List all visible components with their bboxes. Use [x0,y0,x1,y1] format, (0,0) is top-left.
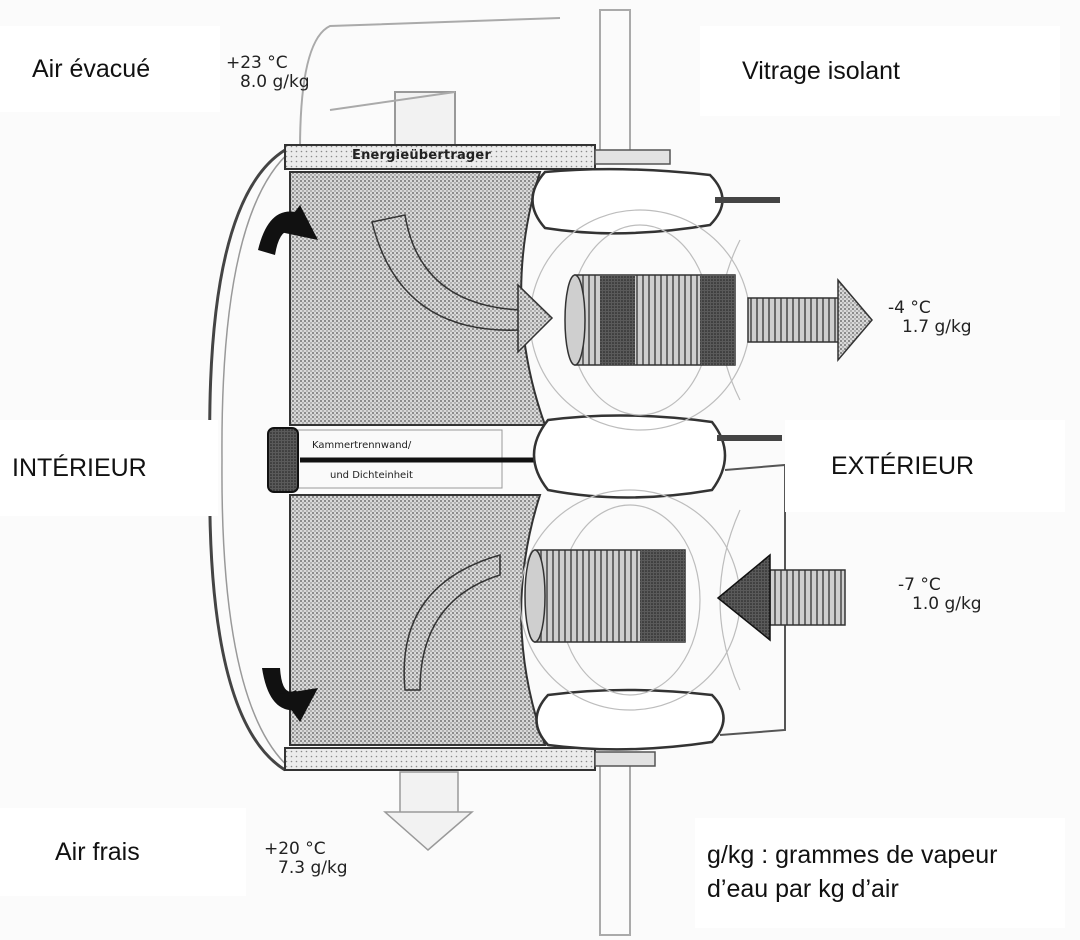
flow-arrow-supply [403,554,501,691]
fan-lower [524,549,686,643]
label-air-frais: Air frais [0,808,246,896]
reading-supply: +20 °C 7.3 g/kg [264,840,348,877]
vitrage-isolant-text: Vitrage isolant [742,56,900,85]
label-air-evacue: Air évacué [0,26,220,112]
air-evacue-text: Air évacué [32,54,151,83]
reading-exhaust-temp: +23 °C [226,53,288,73]
energy-transfer-label: Energieübertrager [352,148,492,163]
chamber-partition [267,427,545,493]
rotation-arrow-top [258,205,318,255]
bottom-bar [284,747,656,771]
reading-intake-humidity: 1.0 g/kg [912,593,982,614]
supply-duct [383,771,475,851]
reading-outlet-humidity: 1.7 g/kg [902,316,972,337]
chamber-wall-label-2: und Dichteinheit [330,470,413,481]
legend-line-1: g/kg : grammes de vapeur [707,841,998,870]
intake-arrow [716,553,846,642]
air-frais-text: Air frais [55,837,140,866]
legend: g/kg : grammes de vapeur d’eau par kg d’… [695,818,1065,928]
label-interieur: INTÉRIEUR [0,420,218,516]
exhaust-duct [299,17,561,153]
label-vitrage-isolant: Vitrage isolant [700,26,1060,116]
reading-supply-humidity: 7.3 g/kg [278,857,348,878]
reading-exhaust-humidity: 8.0 g/kg [240,71,310,92]
reading-outlet-temp: -4 °C [888,298,931,318]
reading-intake: -7 °C 1.0 g/kg [898,576,982,613]
interieur-text: INTÉRIEUR [12,453,147,482]
glazing-lens-bottom [535,688,725,751]
flow-arrow-exhaust [371,214,554,354]
label-exterieur: EXTÉRIEUR [785,420,1065,512]
rotation-arrow-bottom [262,668,318,722]
reading-outlet: -4 °C 1.7 g/kg [888,299,972,336]
reading-supply-temp: +20 °C [264,839,326,859]
glazing-lens-top [531,167,780,235]
reading-exhaust: +23 °C 8.0 g/kg [226,54,310,91]
energy-transfer-bar [284,144,671,170]
reading-intake-temp: -7 °C [898,575,941,595]
chamber-wall-label-1: Kammertrennwand/ [312,440,412,451]
fan-upper [564,274,736,366]
outlet-arrow [747,277,873,363]
legend-line-2: d’eau par kg d’air [707,875,899,903]
exterieur-text: EXTÉRIEUR [831,451,975,480]
glazing-lens-middle [532,414,782,499]
